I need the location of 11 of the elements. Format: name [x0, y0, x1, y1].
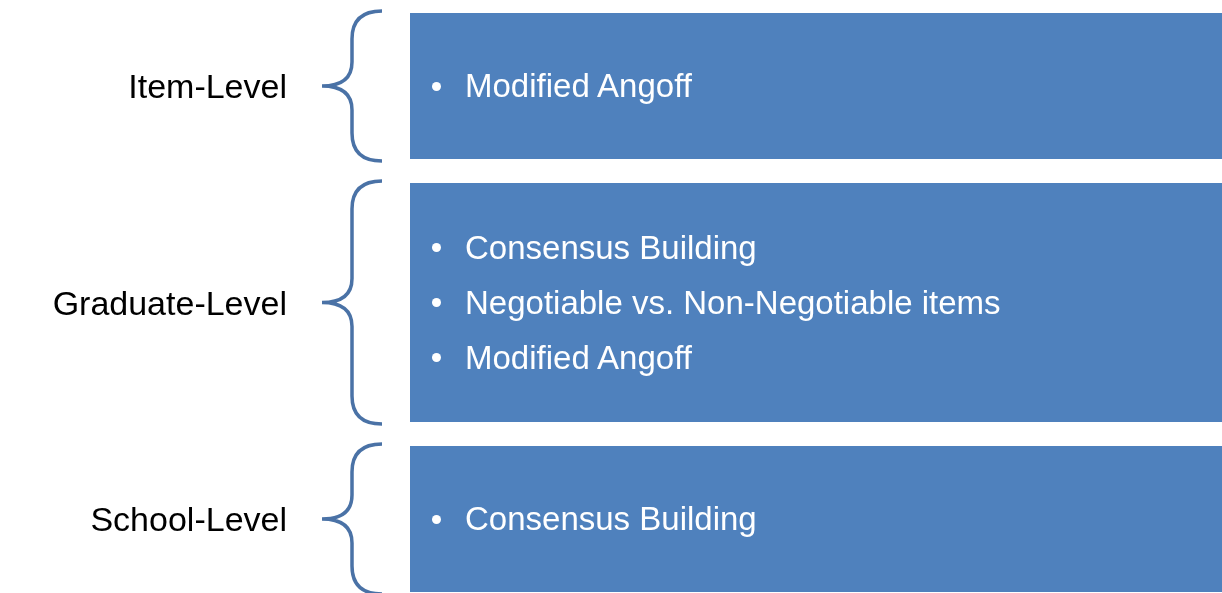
list-item: Modified Angoff: [465, 338, 692, 377]
level-label: Item-Level: [128, 66, 287, 106]
list-item: Consensus Building: [465, 228, 757, 267]
list-item: Negotiable vs. Non-Negotiable items: [465, 283, 1001, 322]
level-label: Graduate-Level: [52, 283, 287, 322]
list-item: Modified Angoff: [465, 67, 692, 105]
list-item: Consensus Building: [465, 500, 757, 538]
content-box: [410, 446, 1222, 592]
content-box: [410, 183, 1222, 422]
content-box: [410, 13, 1222, 159]
level-label: School-Level: [90, 499, 287, 539]
